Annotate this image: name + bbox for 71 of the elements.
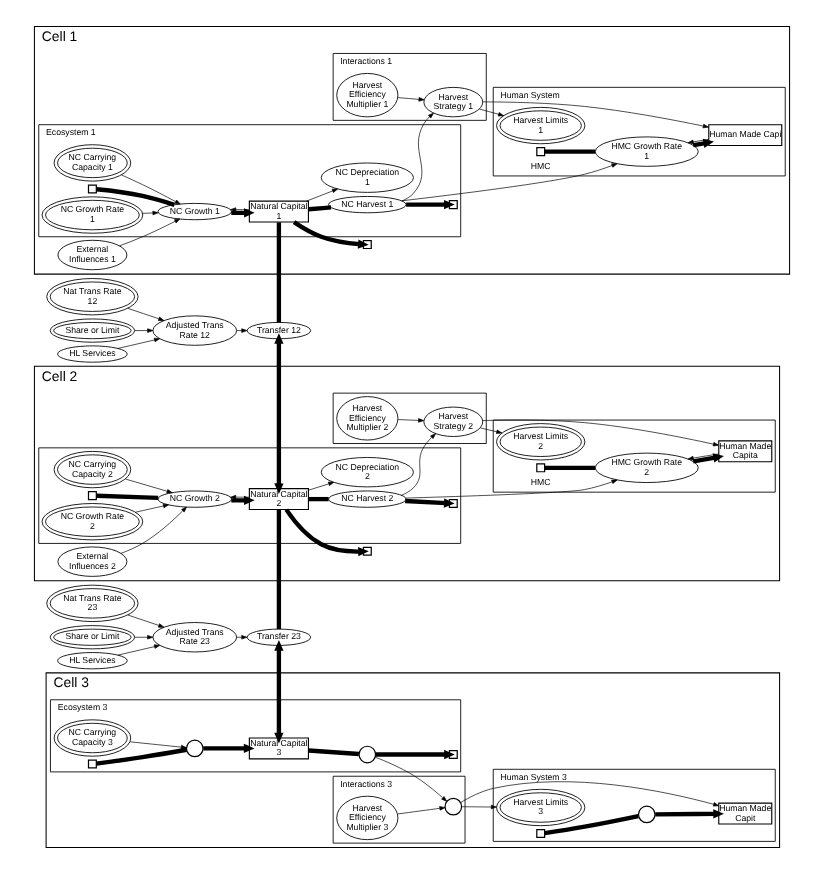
arrow (230, 207, 250, 212)
arrow (129, 741, 187, 750)
arrow (274, 640, 284, 744)
node-box (87, 491, 97, 501)
node-circle (637, 805, 656, 824)
arrow (482, 419, 719, 447)
arrow (292, 220, 369, 249)
node-box (362, 546, 372, 556)
arrow (284, 508, 369, 557)
arrow (127, 308, 165, 321)
arrow (401, 433, 436, 496)
connector (96, 187, 175, 207)
arrow (135, 503, 169, 513)
connector (96, 747, 187, 766)
arrow (134, 635, 154, 640)
arrow (397, 97, 425, 102)
arrow (134, 328, 154, 333)
connector (308, 748, 360, 757)
arrow (401, 163, 618, 202)
arrow (274, 333, 284, 494)
arrow (306, 188, 338, 202)
arrow (401, 112, 434, 202)
arrow (461, 804, 497, 810)
node-box (448, 750, 458, 760)
arrow (117, 644, 160, 656)
arrow (482, 101, 709, 129)
node-box (448, 498, 458, 508)
arrow (397, 418, 425, 423)
arrow (655, 809, 724, 819)
arrow (121, 174, 181, 205)
node-box (87, 759, 97, 769)
arrow (405, 498, 455, 508)
arrow (687, 453, 720, 461)
connector (308, 205, 332, 212)
connector (96, 493, 159, 501)
arrow (125, 478, 173, 494)
connector (276, 222, 282, 323)
node-box (536, 829, 546, 839)
node-circle (444, 797, 463, 816)
arrow (142, 210, 159, 216)
node-box (362, 240, 372, 250)
arrow (119, 218, 181, 247)
arrow (405, 479, 618, 499)
arrow (230, 495, 250, 500)
arrow (117, 337, 160, 349)
arrow (374, 756, 448, 802)
arrow (406, 199, 455, 210)
arrow (236, 328, 248, 333)
node-box (448, 200, 458, 210)
node-circle (358, 745, 377, 764)
node-box (536, 463, 546, 473)
arrow (479, 108, 505, 117)
connector (544, 465, 596, 470)
node-box (87, 184, 97, 194)
arrow (687, 138, 710, 145)
arrow (692, 453, 724, 464)
arrow (120, 506, 187, 554)
node-box (536, 147, 546, 157)
arrow (127, 614, 165, 628)
connector (276, 509, 282, 630)
connector (308, 496, 329, 502)
node-circle (185, 739, 204, 758)
arrow (480, 427, 503, 434)
connector (544, 149, 596, 154)
arrow (231, 495, 255, 506)
arrow (308, 481, 335, 491)
arrow (375, 749, 455, 760)
arrow (203, 743, 255, 754)
arrow (397, 806, 446, 815)
arrow (460, 781, 720, 807)
arrow (236, 635, 248, 640)
